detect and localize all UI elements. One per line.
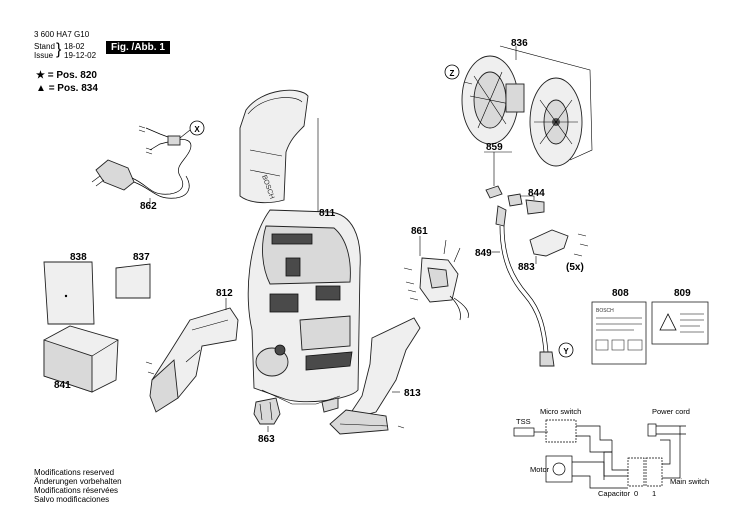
housing-cover: BOSCH bbox=[239, 89, 309, 204]
schematic-tss: TSS bbox=[516, 417, 531, 426]
label-808: 808 bbox=[612, 288, 629, 299]
bracket-883 bbox=[529, 229, 589, 257]
stand-value: 18-02 bbox=[64, 42, 85, 51]
footer-line-fr: Modifications réservées bbox=[34, 486, 119, 495]
figure-badge: Fig. /Abb. 1 bbox=[106, 41, 170, 54]
hose-reel-836 bbox=[461, 55, 583, 167]
pump-unit-861 bbox=[403, 239, 469, 321]
legend-pos-834: ▲ = Pos. 834 bbox=[36, 83, 98, 94]
schematic-motor: Motor bbox=[530, 465, 550, 474]
side-panel-812 bbox=[145, 307, 239, 413]
legend-pos-820: ★ = Pos. 820 bbox=[36, 70, 97, 81]
schematic-switch-0: 0 bbox=[634, 489, 638, 498]
label-844: 844 bbox=[528, 188, 545, 199]
foam-block-841 bbox=[43, 325, 119, 393]
label-5x: (5x) bbox=[566, 262, 584, 273]
side-panel-813 bbox=[329, 317, 421, 435]
pad-837 bbox=[115, 263, 151, 299]
label-812: 812 bbox=[216, 288, 233, 299]
drawing-code: 3 600 HA7 G10 bbox=[34, 30, 90, 39]
legend-text-834: = Pos. 834 bbox=[48, 83, 98, 94]
label-837: 837 bbox=[133, 252, 150, 263]
hose-fittings bbox=[485, 185, 555, 367]
warning-card-809 bbox=[651, 301, 709, 345]
footer-line-en: Modifications reserved bbox=[34, 468, 115, 477]
label-841: 841 bbox=[54, 380, 71, 391]
wiring-schematic bbox=[513, 419, 686, 489]
footer-line-de: Änderungen vorbehalten bbox=[34, 477, 122, 486]
legend-text-820: = Pos. 820 bbox=[47, 70, 97, 81]
footer-line-es: Salvo modificaciones bbox=[34, 495, 110, 504]
label-883: 883 bbox=[518, 262, 535, 273]
label-836: 836 bbox=[511, 38, 528, 49]
stand-label: Stand bbox=[34, 42, 55, 51]
callout-z: Z bbox=[450, 69, 455, 78]
schematic-switch-1: 1 bbox=[652, 489, 656, 498]
label-811: 811 bbox=[319, 208, 336, 219]
card-808-brand: BOSCH bbox=[596, 308, 614, 314]
pad-838 bbox=[43, 261, 95, 325]
triangle-icon: ▲ bbox=[36, 83, 46, 94]
issue-value: 19-12-02 bbox=[64, 51, 97, 60]
label-813: 813 bbox=[404, 388, 421, 399]
schematic-micro-switch: Micro switch bbox=[540, 407, 581, 416]
callout-x: X bbox=[194, 125, 200, 134]
label-838: 838 bbox=[70, 252, 87, 263]
star-icon: ★ bbox=[36, 70, 45, 81]
schematic-main-switch: Main switch bbox=[670, 477, 709, 486]
schematic-capacitor: Capacitor bbox=[598, 489, 631, 498]
power-cord-862: X bbox=[91, 120, 205, 204]
brace: } bbox=[56, 41, 62, 58]
schematic-power-cord: Power cord bbox=[652, 407, 690, 416]
label-859: 859 bbox=[486, 142, 503, 153]
housing-body bbox=[247, 209, 361, 413]
issue-label: Issue bbox=[34, 51, 54, 60]
knob-863 bbox=[253, 397, 281, 425]
label-849: 849 bbox=[475, 248, 492, 259]
label-862: 862 bbox=[140, 201, 157, 212]
label-card-808: BOSCH bbox=[591, 301, 647, 365]
label-861: 861 bbox=[411, 226, 428, 237]
label-863: 863 bbox=[258, 434, 275, 445]
label-809: 809 bbox=[674, 288, 691, 299]
callout-y: Y bbox=[563, 347, 569, 356]
